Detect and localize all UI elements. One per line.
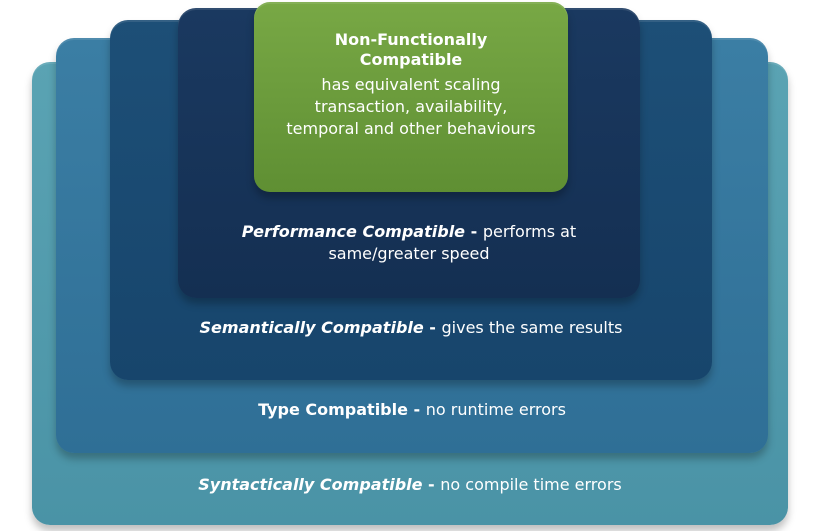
layer-title: Syntactically Compatible — [198, 475, 423, 494]
layer-caption: Type Compatible - no runtime errors — [258, 400, 566, 419]
layer-caption: Performance Compatible - performs at sam… — [241, 222, 577, 263]
layer-caption: Syntactically Compatible - no compile ti… — [198, 475, 622, 494]
layer-caption: Semantically Compatible - gives the same… — [199, 318, 623, 337]
layer-description: gives the same results — [441, 318, 623, 337]
layer-description: no compile time errors — [440, 475, 622, 494]
layer-description: has equivalent scaling transaction, avai… — [286, 75, 536, 138]
layer-description: no runtime errors — [425, 400, 566, 419]
layer-caption: Non-Functionally Compatible has equivale… — [254, 30, 568, 140]
layer-description: performs at same/greater speed — [328, 222, 577, 263]
layer-title: Type Compatible — [258, 400, 408, 419]
layer-title: Performance Compatible — [241, 222, 466, 241]
layer-non-functionally-compatible: Non-Functionally Compatible has equivale… — [254, 2, 568, 192]
layer-title: Non-Functionally Compatible — [334, 30, 488, 69]
layer-title: Semantically Compatible — [199, 318, 424, 337]
